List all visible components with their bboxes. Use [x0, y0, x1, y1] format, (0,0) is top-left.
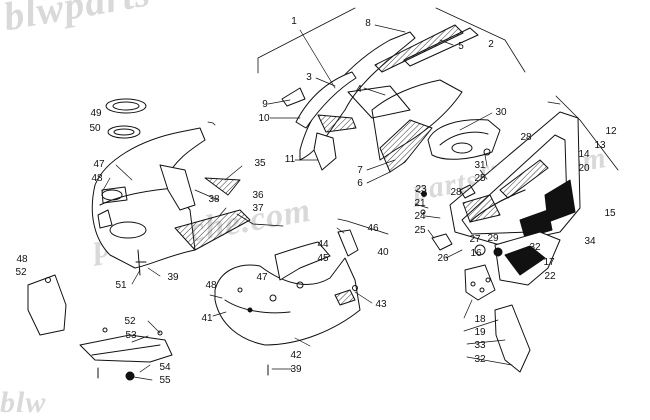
callout-4: 4 — [356, 84, 362, 95]
callout-28: 28 — [520, 132, 532, 143]
callout-45: 45 — [317, 253, 329, 264]
callout-3: 3 — [306, 72, 312, 83]
callout-35: 35 — [254, 158, 266, 169]
callout-48: 48 — [91, 173, 103, 184]
callout-48b: 48 — [205, 280, 217, 291]
callout-1: 1 — [291, 16, 297, 27]
lower-left-brackets — [27, 274, 173, 381]
callout-5: 5 — [458, 41, 464, 52]
callout-53: 53 — [125, 330, 137, 341]
belly-pan-assembly — [214, 229, 361, 376]
callout-18: 18 — [474, 314, 486, 325]
callout-49: 49 — [90, 108, 102, 119]
callout-30: 30 — [495, 107, 507, 118]
callout-25: 25 — [414, 225, 426, 236]
callout-48c: 48 — [16, 254, 28, 265]
callout-51: 51 — [115, 280, 127, 291]
callout-32: 32 — [529, 242, 541, 253]
callout-50: 50 — [89, 123, 101, 134]
drawing — [27, 7, 619, 381]
callout-33: 33 — [474, 340, 486, 351]
side-panel-assembly — [420, 111, 581, 373]
callout-39b: 39 — [290, 364, 302, 375]
callout-9: 9 — [262, 99, 268, 110]
callout-15: 15 — [604, 208, 616, 219]
callout-55: 55 — [159, 375, 171, 386]
parts-diagram: blwparts partsfiche.com partsfiche.com b… — [0, 0, 619, 419]
callout-27: 27 — [469, 234, 481, 245]
callout-11: 11 — [284, 154, 296, 165]
callout-20: 20 — [578, 163, 590, 174]
callout-42: 42 — [290, 350, 302, 361]
callout-14: 14 — [578, 149, 590, 160]
callout-17: 17 — [543, 257, 555, 268]
callout-54: 54 — [159, 362, 171, 373]
callout-8: 8 — [365, 18, 371, 29]
callout-31: 31 — [474, 160, 486, 171]
callout-37: 37 — [252, 203, 264, 214]
callout-13: 13 — [594, 140, 606, 151]
callout-12: 12 — [605, 126, 617, 137]
callout-6: 6 — [357, 178, 363, 189]
callout-19: 19 — [474, 327, 486, 338]
leader-lines — [101, 24, 513, 381]
callout-34: 34 — [584, 236, 596, 247]
callout-32b: 32 — [474, 354, 486, 365]
callout-21: 21 — [414, 198, 426, 209]
callout-24: 24 — [414, 211, 426, 222]
callout-7: 7 — [357, 165, 363, 176]
callout-38: 38 — [208, 194, 220, 205]
callout-52b: 52 — [124, 316, 136, 327]
callout-47b: 47 — [256, 272, 268, 283]
callout-10: 10 — [258, 113, 270, 124]
windshield-assembly — [281, 24, 479, 173]
callout-41: 41 — [201, 313, 213, 324]
callout-40: 40 — [377, 247, 389, 258]
callout-47: 47 — [93, 159, 105, 170]
callout-36: 36 — [252, 190, 264, 201]
console-assembly — [427, 119, 501, 160]
callout-39: 39 — [167, 272, 179, 283]
callout-44: 44 — [317, 239, 329, 250]
callout-29: 29 — [487, 233, 499, 244]
callout-22: 22 — [544, 271, 556, 282]
hood-assembly — [91, 98, 251, 276]
callout-2: 2 — [488, 39, 494, 50]
callout-23: 23 — [415, 184, 427, 195]
callout-43: 43 — [375, 299, 387, 310]
callout-46: 46 — [367, 223, 379, 234]
callout-52: 52 — [15, 267, 27, 278]
callout-25b: 25 — [474, 173, 486, 184]
callout-26: 26 — [437, 253, 449, 264]
group-brackets — [207, 7, 619, 235]
callout-28b: 28 — [450, 187, 462, 198]
callout-16: 16 — [470, 248, 482, 259]
